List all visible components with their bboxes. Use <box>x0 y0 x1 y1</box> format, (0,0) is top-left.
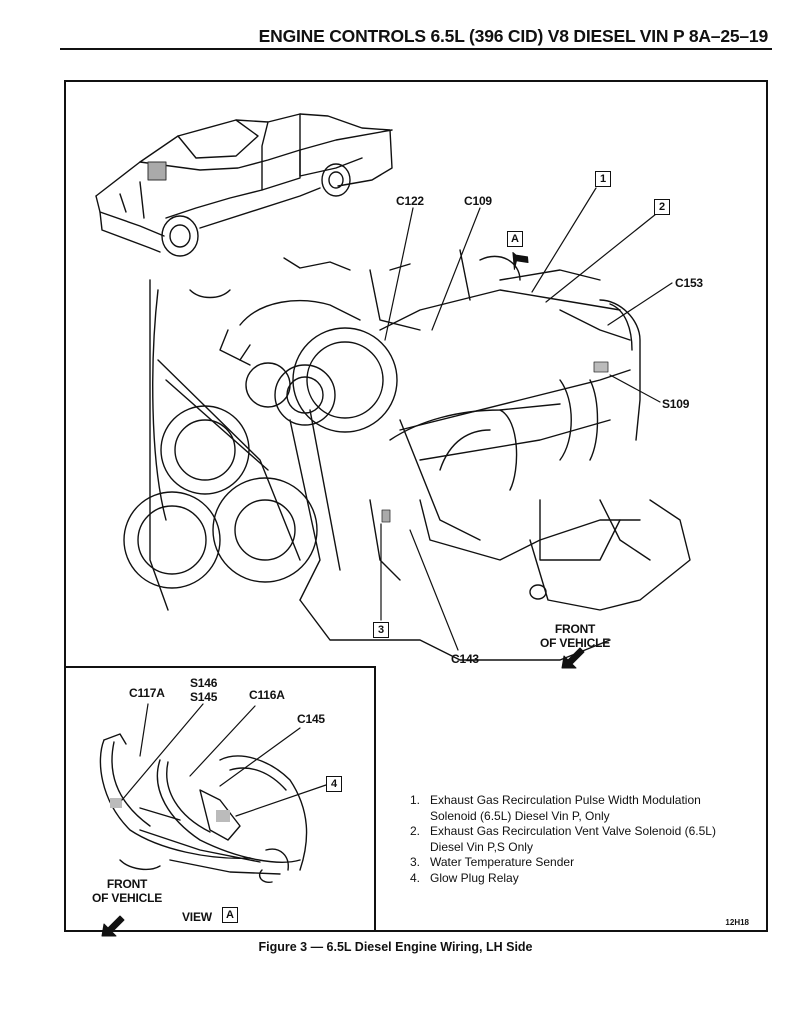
connector-label-c116a: C116A <box>249 688 285 702</box>
inset-shaded-relay <box>216 810 230 822</box>
connector-label-c143: C143 <box>451 652 479 666</box>
legend-text: Water Temperature Sender <box>430 855 575 869</box>
front-of-vehicle-label: FRONT OF VEHICLE <box>540 622 610 650</box>
engine-location-marker <box>147 161 167 181</box>
splice-label-s146: S146 <box>190 676 218 690</box>
page-header: ENGINE CONTROLS 6.5L (396 CID) V8 DIESEL… <box>60 22 772 50</box>
callout-3: 3 <box>373 622 389 638</box>
legend-text: Exhaust Gas Recirculation Vent Valve Sol… <box>430 824 716 854</box>
splice-label-s145: S145 <box>190 690 218 704</box>
engine-illustration <box>123 249 691 661</box>
callout-2: 2 <box>654 199 670 215</box>
leader-lines <box>380 187 673 651</box>
pickup-truck-icon <box>95 113 393 257</box>
sensor-shaded-3 <box>381 509 391 523</box>
figure-caption: Figure 3 — 6.5L Diesel Engine Wiring, LH… <box>258 940 533 954</box>
splice-label-s109: S109 <box>662 397 690 411</box>
illustration-code: 12H18 <box>725 918 749 927</box>
legend: 1. Exhaust Gas Recirculation Pulse Width… <box>410 793 750 886</box>
front-arrow-icon <box>561 647 585 669</box>
view-a-callout: A <box>222 907 238 923</box>
inset-front-label-line1: FRONT <box>106 877 148 891</box>
connector-label-c145: C145 <box>297 712 325 726</box>
inset-front-label-line2: OF VEHICLE <box>92 891 163 905</box>
figure-frame <box>64 80 768 932</box>
view-a-arrow-icon <box>512 252 529 270</box>
callout-4: 4 <box>326 776 342 792</box>
legend-number: 4. <box>410 870 421 885</box>
connector-label-c109: C109 <box>464 194 492 208</box>
legend-text: Glow Plug Relay <box>430 870 519 885</box>
page-title: ENGINE CONTROLS 6.5L (396 CID) V8 DIESEL… <box>258 26 769 46</box>
front-label-line2: OF VEHICLE <box>540 636 611 650</box>
connector-label-c153: C153 <box>675 276 703 290</box>
legend-item-2: 2. Exhaust Gas Recirculation Vent Valve … <box>410 824 750 855</box>
view-a-label: VIEW <box>182 910 212 924</box>
legend-number: 2. <box>410 824 421 838</box>
inset-shaded-splice <box>110 798 122 808</box>
legend-item-4: 4. Glow Plug Relay <box>410 871 750 887</box>
inset-front-arrow-icon <box>101 915 125 937</box>
splice-shaded-s109 <box>593 361 609 373</box>
inset-view-a <box>66 666 376 930</box>
legend-text: Exhaust Gas Recirculation Pulse Width Mo… <box>430 793 701 823</box>
callout-view-a: A <box>507 231 523 247</box>
legend-item-1: 1. Exhaust Gas Recirculation Pulse Width… <box>410 793 750 824</box>
inset-leader-lines <box>121 703 327 817</box>
front-label-line1: FRONT <box>554 622 596 636</box>
connector-label-c117a: C117A <box>129 686 165 700</box>
legend-number: 1. <box>410 793 421 807</box>
legend-number: 3. <box>410 855 421 869</box>
connector-label-c122: C122 <box>396 194 424 208</box>
inset-front-of-vehicle-label: FRONT OF VEHICLE <box>92 877 162 905</box>
callout-1: 1 <box>595 171 611 187</box>
legend-item-3: 3. Water Temperature Sender <box>410 855 750 871</box>
inset-illustration <box>99 733 308 884</box>
